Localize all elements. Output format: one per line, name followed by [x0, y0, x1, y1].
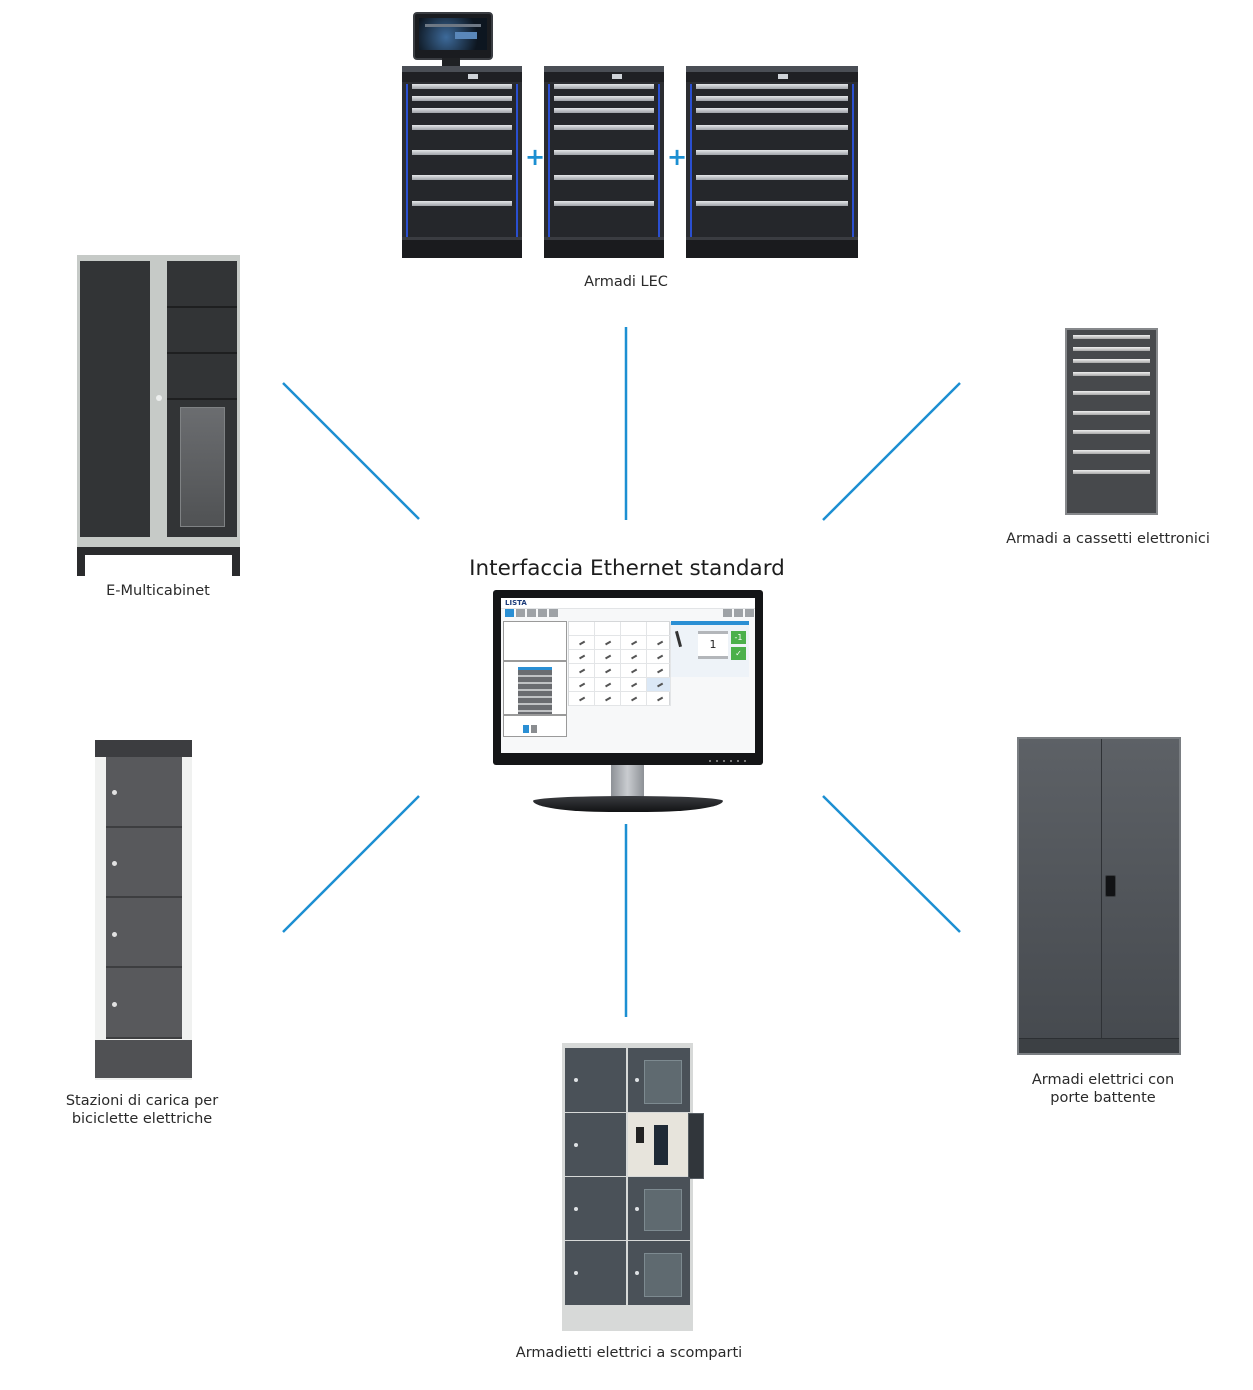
compartment-locker-label: Armadietti elettrici a scomparti	[515, 1345, 743, 1361]
connector-bottom-left	[282, 795, 420, 933]
swing-door-cabinet-label-line1: Armadi elettrici con	[1031, 1072, 1175, 1088]
connector-top-right	[822, 382, 961, 521]
swing-door-cabinet-image	[1017, 737, 1181, 1055]
e-multicabinet-leg	[232, 553, 240, 576]
drawer-cabinet-label: Armadi a cassetti elettronici	[1006, 531, 1210, 547]
plus-icon: +	[525, 143, 546, 171]
tablet-stand	[442, 58, 460, 66]
bike-station-image	[95, 740, 192, 1080]
lec-tablet-image	[413, 12, 493, 60]
e-multicabinet-leg	[77, 553, 85, 576]
lec-label: Armadi LEC	[584, 274, 668, 290]
bike-station-label-line2: biciclette elettriche	[71, 1111, 213, 1127]
center-title: Interfaccia Ethernet standard	[469, 556, 785, 581]
connector-top-left	[282, 382, 420, 520]
lec-cabinet-3	[686, 66, 858, 258]
compartment-locker-image	[562, 1043, 704, 1331]
detail-panel: 1 -1 ✓	[671, 621, 749, 677]
e-multicabinet-label: E-Multicabinet	[106, 583, 210, 599]
screen-confirm-button[interactable]: ✓	[731, 647, 746, 660]
lec-cabinet-2	[544, 66, 664, 258]
e-multicabinet-image	[77, 255, 240, 547]
screen-minus-button[interactable]: -1	[731, 631, 746, 644]
screen-brand: LISTA	[505, 599, 527, 607]
tool-grid	[568, 621, 671, 706]
monitor-controls	[709, 760, 749, 762]
plus-icon: +	[667, 143, 688, 171]
e-multicabinet-base	[77, 547, 240, 555]
monitor-image: LISTA	[493, 590, 763, 765]
monitor-stand-neck	[611, 765, 644, 799]
lec-cabinet-1	[402, 66, 522, 258]
monitor-screen: LISTA	[501, 598, 755, 753]
drawer-cabinet-image	[1065, 328, 1158, 515]
monitor-stand-base	[533, 796, 723, 812]
screen-counter: 1	[698, 631, 728, 659]
swing-door-cabinet-label-line2: porte battente	[1050, 1090, 1156, 1106]
connector-bottom-right	[822, 795, 961, 933]
bike-station-label-line1: Stazioni di carica per	[65, 1093, 219, 1109]
